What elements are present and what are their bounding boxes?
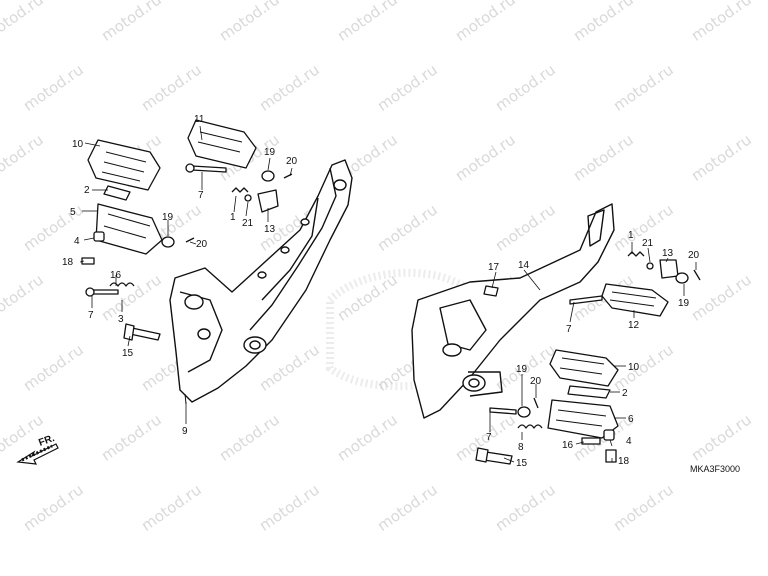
callout-right-19a: 19 [678, 298, 690, 309]
callout-left-10: 10 [72, 139, 84, 150]
callout-left-1: 1 [230, 212, 236, 223]
callout-left-3: 3 [118, 314, 124, 325]
brand-emblem-watermark [326, 268, 474, 391]
left-parts [81, 119, 293, 341]
callout-right-2: 2 [622, 388, 628, 399]
callout-right-17: 17 [488, 262, 500, 273]
callout-right-7b: 7 [486, 432, 492, 443]
callout-right-6: 6 [628, 414, 634, 425]
callout-right-19b: 19 [516, 364, 528, 375]
callout-left-7a: 7 [88, 310, 94, 321]
callout-left-20a: 20 [286, 156, 298, 167]
callout-right-13: 13 [662, 248, 674, 259]
callout-right-7a: 7 [566, 324, 572, 335]
callout-left-20b: 20 [196, 239, 208, 250]
callout-left-7b: 7 [198, 190, 204, 201]
callout-right-12: 12 [628, 320, 640, 331]
callout-right-16: 16 [562, 440, 574, 451]
callout-right-15: 15 [516, 458, 528, 469]
leader-lines [79, 125, 697, 463]
callout-right-8: 8 [518, 442, 524, 453]
callout-left-13: 13 [264, 224, 276, 235]
callout-left-2: 2 [84, 185, 90, 196]
diagram-code: MKA3F3000 [690, 464, 740, 474]
callout-left-16: 16 [110, 270, 122, 281]
callouts-left: 10 11 2 5 4 18 16 7 3 15 9 19 20 7 1 21 … [62, 114, 298, 437]
callouts-right: 1 21 13 20 19 12 17 14 7 10 2 6 19 20 8 … [486, 230, 700, 469]
callout-left-5: 5 [70, 207, 76, 218]
callout-right-18: 18 [618, 456, 630, 467]
callout-right-4: 4 [626, 436, 632, 447]
front-label: FR. [37, 433, 56, 449]
callout-left-19b: 19 [162, 212, 174, 223]
callout-right-20a: 20 [688, 250, 700, 261]
callout-right-20b: 20 [530, 376, 542, 387]
callout-left-11: 11 [194, 114, 205, 125]
right-step-bracket [411, 203, 615, 419]
callout-left-4: 4 [74, 236, 80, 247]
callout-left-18: 18 [62, 257, 74, 268]
left-step-bracket [169, 159, 353, 405]
callout-left-21: 21 [242, 218, 254, 229]
callout-left-19a: 19 [264, 147, 276, 158]
right-parts [475, 251, 701, 465]
callout-left-15: 15 [122, 348, 134, 359]
callout-left-9: 9 [182, 426, 188, 437]
callout-right-10: 10 [628, 362, 640, 373]
callout-right-14: 14 [518, 260, 530, 271]
callout-right-21: 21 [642, 238, 654, 249]
front-direction-arrow: FR. [16, 433, 59, 465]
callout-right-1: 1 [628, 230, 634, 241]
